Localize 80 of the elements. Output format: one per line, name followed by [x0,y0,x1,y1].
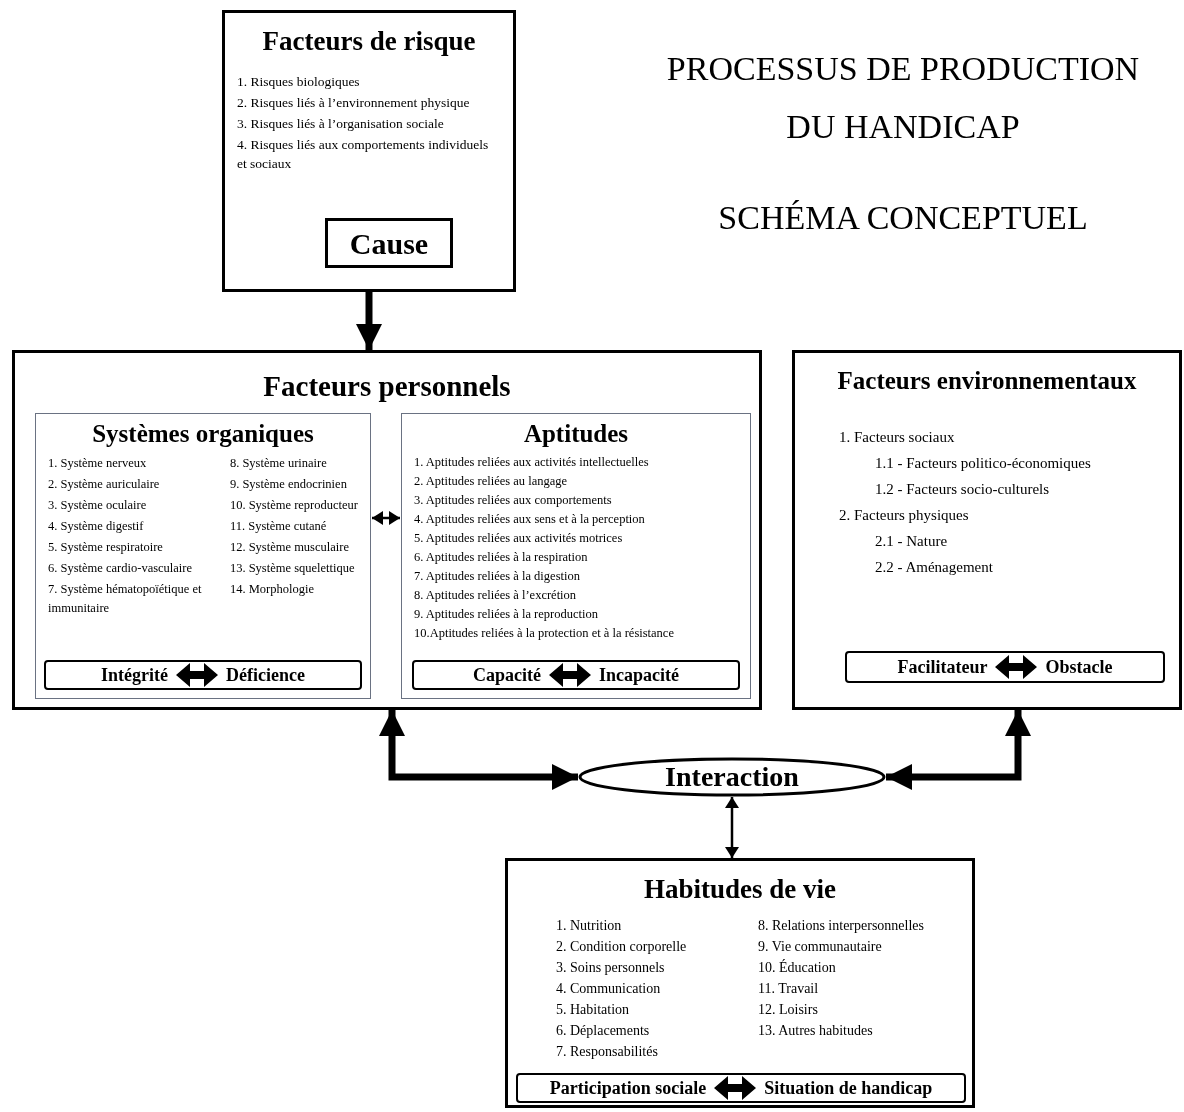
list-item: 11. Système cutané [229,518,328,536]
list-item: 3. Aptitudes reliées aux comportements [414,492,613,510]
subtitle: SCHÉMA CONCEPTUEL [717,198,1089,238]
group-box [12,350,762,710]
list-item: 1.2 - Facteurs socio-culturels [874,480,1051,500]
list-item: 5. Système respiratoire [48,539,164,557]
pole-label: Facilitateur [897,655,988,679]
pole-bar [44,660,362,690]
subsystem-box [35,413,371,699]
list-item: 10. Système reproducteur [229,497,358,515]
list-item: 7. Aptitudes reliées à la digestion [414,568,581,586]
list-item: 14. Morphologie [229,581,315,599]
pole-label: Situation de handicap [764,1076,933,1100]
list-item: 4. Communication [556,979,662,998]
list-item: 12. Système musculaire [229,539,350,557]
list-item: 12. Loisirs [757,1000,819,1019]
list-item: 6. Système cardio-vasculaire [48,560,194,578]
list-item: 3. Soins personnels [556,958,666,977]
box-title: Facteurs environnementaux [836,366,1138,396]
list-item: 9. Vie communautaire [757,937,883,956]
pole-bar [412,660,740,690]
cause-box: Cause [325,218,453,268]
connector-arrow [372,511,400,525]
pole-label: Participation sociale [549,1076,707,1100]
list-item: 10.Aptitudes reliées à la protection et à la résistance [414,625,675,643]
list-item: 1. Risques biologiques [237,72,361,91]
list-item: 9. Aptitudes reliées à la reproduction [414,606,599,624]
diagram-title: PROCESSUS DE PRODUCTION DU HANDICAP [665,49,1141,147]
list-item: 8. Système urinaire [229,455,328,473]
list-item: 4. Système digestif [48,518,145,536]
pole-label: Obstacle [1045,655,1113,679]
pole-label: Intégrité [101,663,168,687]
list-item: 1. Nutrition [556,916,623,935]
pole-bar [516,1073,966,1103]
list-item: 13. Système squelettique [229,560,356,578]
list-item: 3. Système oculaire [48,497,148,515]
list-item: 5. Aptitudes reliées aux activités motrices [414,530,624,548]
group-title: Facteurs personnels [262,369,512,404]
list-item: 4. Risques liés aux comportements individuels et sociaux [237,135,490,173]
list-item: 2. Facteurs physiques [839,506,970,526]
factor-box [505,858,975,1108]
list-item: 7. Système hématopoïétique et immunitaire [48,581,203,618]
box-title: Systèmes organiques [91,419,315,449]
pole-label: Déficience [226,663,305,687]
pole-label: Capacité [473,663,541,687]
list-item: 11. Travail [757,979,820,998]
connector-arrow [886,710,1031,790]
list-item: 10. Éducation [757,958,837,977]
list-item: 13. Autres habitudes [757,1021,874,1040]
list-item: 1. Système nerveux [48,455,148,473]
list-item: 1.1 - Facteurs politico-économiques [874,454,1092,474]
list-item: 1. Facteurs sociaux [839,428,956,448]
box-title: Facteurs de risque [261,25,477,58]
list-item: 6. Déplacements [556,1021,651,1040]
list-item: 1. Aptitudes reliées aux activités intellectuelles [414,454,650,472]
list-item: 7. Responsabilités [556,1042,659,1061]
factor-box [792,350,1182,710]
list-item: 6. Aptitudes reliées à la respiration [414,549,589,567]
box-title: Aptitudes [522,419,630,449]
list-item: 3. Risques liés à l’organisation sociale [237,114,445,133]
box-title: Habitudes de vie [643,873,837,906]
list-item: 8. Relations interpersonnelles [757,916,924,935]
connector-arrow [356,292,382,350]
factor-box [222,10,516,292]
subsystem-box [401,413,751,699]
list-item: 4. Aptitudes reliées aux sens et à la perception [414,511,646,529]
list-item: 2. Condition corporelle [556,937,688,956]
list-item: 9. Système endocrinien [229,476,348,494]
list-item: 2.1 - Nature [874,532,949,552]
connector-arrow [379,710,578,790]
list-item: 2. Risques liés à l’environnement physique [237,93,471,112]
connector-arrow [725,797,739,858]
list-item: 2.2 - Aménagement [874,558,994,578]
list-item: 8. Aptitudes reliées à l’excrétion [414,587,578,605]
list-item: 2. Aptitudes reliées au langage [414,473,569,491]
list-item: 2. Système auriculaire [48,476,161,494]
node-title: Interaction [665,760,799,794]
list-item: 5. Habitation [556,1000,631,1019]
pole-label: Incapacité [599,663,679,687]
pole-bar [845,651,1165,683]
